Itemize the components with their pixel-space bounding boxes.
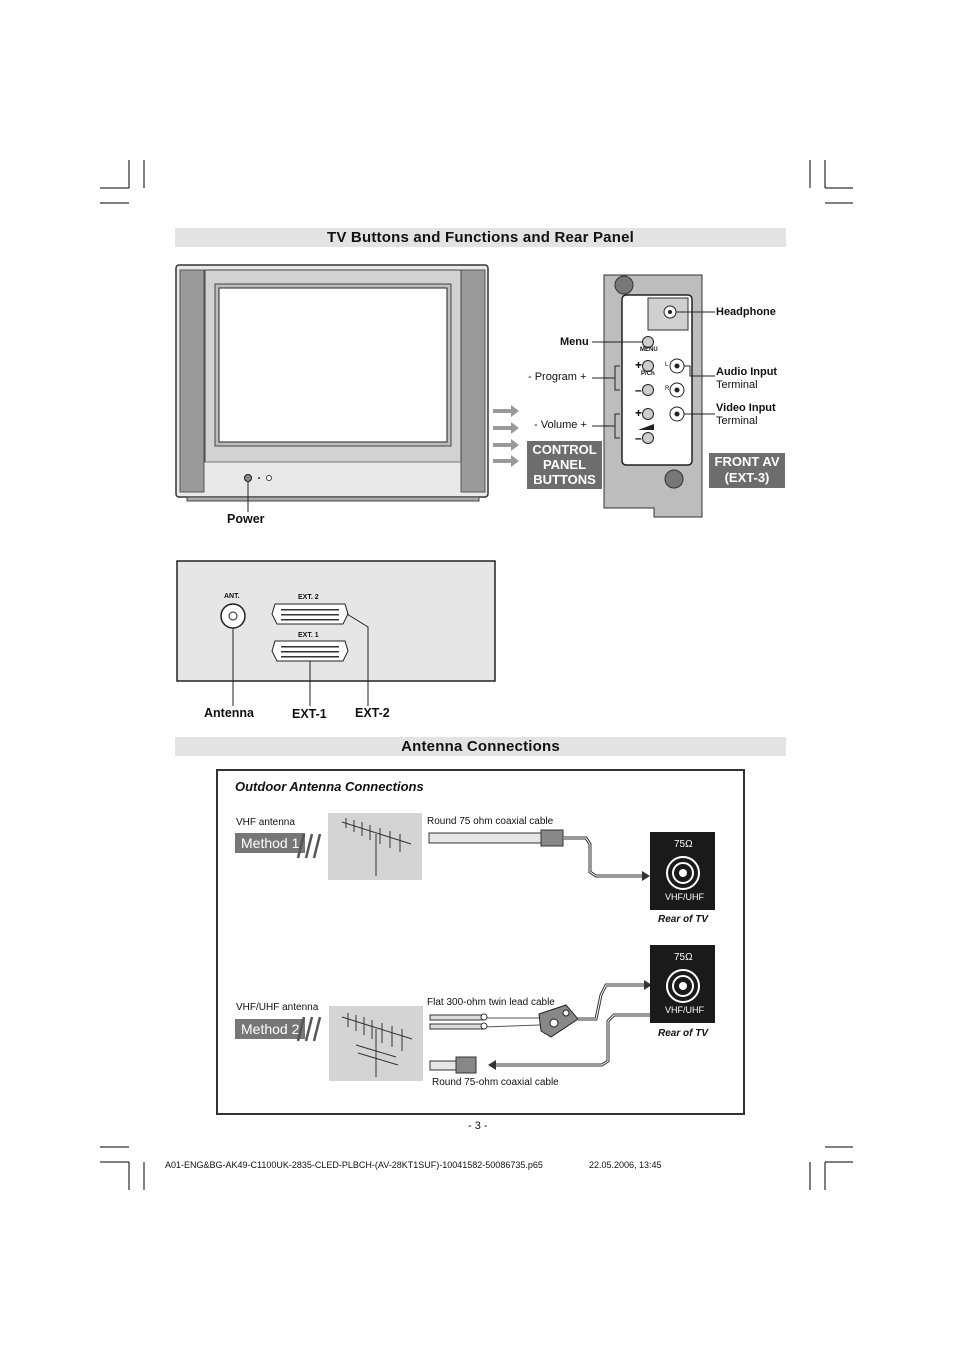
footer-date: 22.05.2006, 13:45 xyxy=(589,1160,662,1170)
method-2-label: Method 2 xyxy=(235,1019,306,1039)
section-title-buttons: TV Buttons and Functions and Rear Panel xyxy=(175,228,786,247)
socket-ohm-label: 75Ω xyxy=(674,952,693,963)
front-av-line: FRONT AV xyxy=(714,454,780,469)
control-label-line: BUTTONS xyxy=(533,472,596,487)
tv-front-illustration xyxy=(175,264,489,512)
audio-input-line: Terminal xyxy=(716,379,758,391)
control-panel-buttons-label: CONTROL PANEL BUTTONS xyxy=(527,441,602,489)
r-small-label: R xyxy=(665,386,670,392)
socket-band-label: VHF/UHF xyxy=(665,1005,704,1015)
method-1-illustration xyxy=(296,813,650,881)
round-coax-label-2: Round 75-ohm coaxial cable xyxy=(432,1077,559,1088)
headphone-label: Headphone xyxy=(716,306,776,318)
audio-input-line: Audio Input xyxy=(716,366,778,378)
socket-band-label: VHF/UHF xyxy=(665,892,704,902)
audio-input-label: Audio Input Terminal xyxy=(716,366,777,392)
l-small-label: L xyxy=(665,362,669,368)
volume-label: - Volume + xyxy=(534,419,587,431)
menu-small-label: MENU xyxy=(640,347,658,353)
coax-socket-icon xyxy=(666,856,700,890)
svg-text:+: + xyxy=(635,358,642,372)
rear-of-tv-label: Rear of TV xyxy=(658,1028,709,1039)
svg-text:–: – xyxy=(635,383,642,397)
method-1-label: Method 1 xyxy=(235,833,306,853)
pch-small-label: P/Ch xyxy=(641,371,655,377)
program-label: - Program + xyxy=(528,371,587,383)
video-input-line: Terminal xyxy=(716,415,758,427)
rear-panel-illustration xyxy=(176,560,496,706)
footer-file: A01-ENG&BG-AK49-C1100UK-2835-CLED-PLBCH-… xyxy=(165,1160,543,1170)
video-input-label: Video Input Terminal xyxy=(716,402,776,428)
ext2-small-label: EXT. 2 xyxy=(298,594,319,601)
svg-text:+: + xyxy=(635,406,642,420)
ext1-label: EXT-1 xyxy=(292,707,327,721)
svg-text:–: – xyxy=(635,431,642,445)
page-number: - 3 - xyxy=(468,1120,488,1132)
flat-twin-lead-label: Flat 300-ohm twin lead cable xyxy=(427,997,555,1008)
antenna-connections-box xyxy=(216,769,745,1115)
control-label-line: CONTROL xyxy=(532,442,597,457)
power-label: Power xyxy=(227,512,265,526)
front-av-line: (EXT-3) xyxy=(724,470,770,485)
vhf-antenna-label: VHF antenna xyxy=(236,817,295,828)
section-title-antenna: Antenna Connections xyxy=(175,737,786,756)
arrow-icons xyxy=(493,405,519,467)
method-2-illustration xyxy=(296,980,656,1081)
outdoor-antenna-heading: Outdoor Antenna Connections xyxy=(235,779,424,794)
socket-ohm-label: 75Ω xyxy=(674,839,693,850)
menu-label: Menu xyxy=(560,336,589,348)
ext2-label: EXT-2 xyxy=(355,706,390,720)
antenna-label: Antenna xyxy=(204,706,254,720)
control-label-line: PANEL xyxy=(542,457,587,472)
video-input-line: Video Input xyxy=(716,402,776,414)
ext1-small-label: EXT. 1 xyxy=(298,632,319,639)
coax-socket-icon xyxy=(666,969,700,1003)
vhf-uhf-antenna-label: VHF/UHF antenna xyxy=(236,1002,319,1013)
round-coax-label-1: Round 75 ohm coaxial cable xyxy=(427,816,554,827)
ant-small-label: ANT. xyxy=(224,593,240,600)
side-panel-illustration: + – + – xyxy=(592,274,715,518)
front-av-label: FRONT AV (EXT-3) xyxy=(709,453,785,488)
rear-of-tv-label: Rear of TV xyxy=(658,914,709,925)
